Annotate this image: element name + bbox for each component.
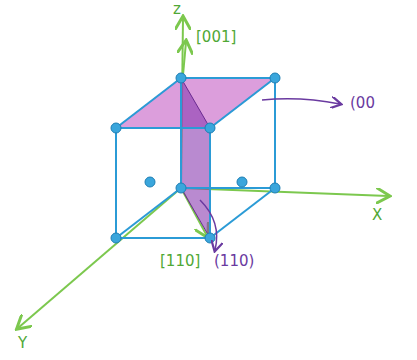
plane-label: (00	[350, 96, 375, 111]
direction-label: [110]	[160, 254, 200, 269]
plane-110	[181, 78, 210, 238]
axis-label: Y	[18, 336, 27, 351]
cube-edges	[116, 78, 275, 238]
atoms	[111, 73, 280, 243]
axis-label: X	[372, 208, 382, 223]
leader-arrow	[262, 99, 340, 104]
direction-label: [001]	[196, 30, 236, 45]
leader-arrow	[200, 200, 217, 250]
axis-label: z	[173, 2, 181, 17]
plane-label: (110)	[214, 254, 254, 269]
axes	[18, 18, 388, 328]
